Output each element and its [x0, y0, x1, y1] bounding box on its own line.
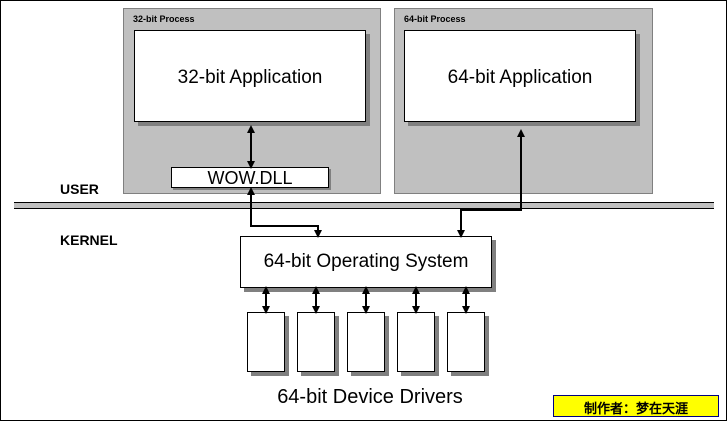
app-32bit-box: 32-bit Application [134, 30, 366, 122]
drivers-caption: 64-bit Device Drivers [277, 386, 463, 408]
driver-box [447, 312, 485, 372]
author-credit-box: 制作者：梦在天涯 [553, 395, 719, 417]
user-kernel-separator [14, 202, 714, 209]
app-32bit-label: 32-bit Application [177, 67, 323, 88]
driver-box [397, 312, 435, 372]
app-64bit-label: 64-bit Application [447, 67, 593, 88]
driver-box [347, 312, 385, 372]
process-32bit-title: 32-bit Process [133, 14, 195, 24]
os-box: 64-bit Operating System [240, 236, 492, 288]
driver-box [247, 312, 285, 372]
os-label: 64-bit Operating System [263, 251, 469, 272]
wow-dll-label: WOW.DLL [207, 168, 293, 188]
process-64bit-title: 64-bit Process [404, 14, 466, 24]
driver-box [297, 312, 335, 372]
app-64bit-box: 64-bit Application [404, 30, 636, 122]
user-mode-label: USER [60, 181, 99, 197]
wow-dll-box: WOW.DLL [171, 167, 329, 188]
author-credit-text: 制作者：梦在天涯 [583, 402, 688, 417]
kernel-mode-label: KERNEL [60, 232, 118, 248]
